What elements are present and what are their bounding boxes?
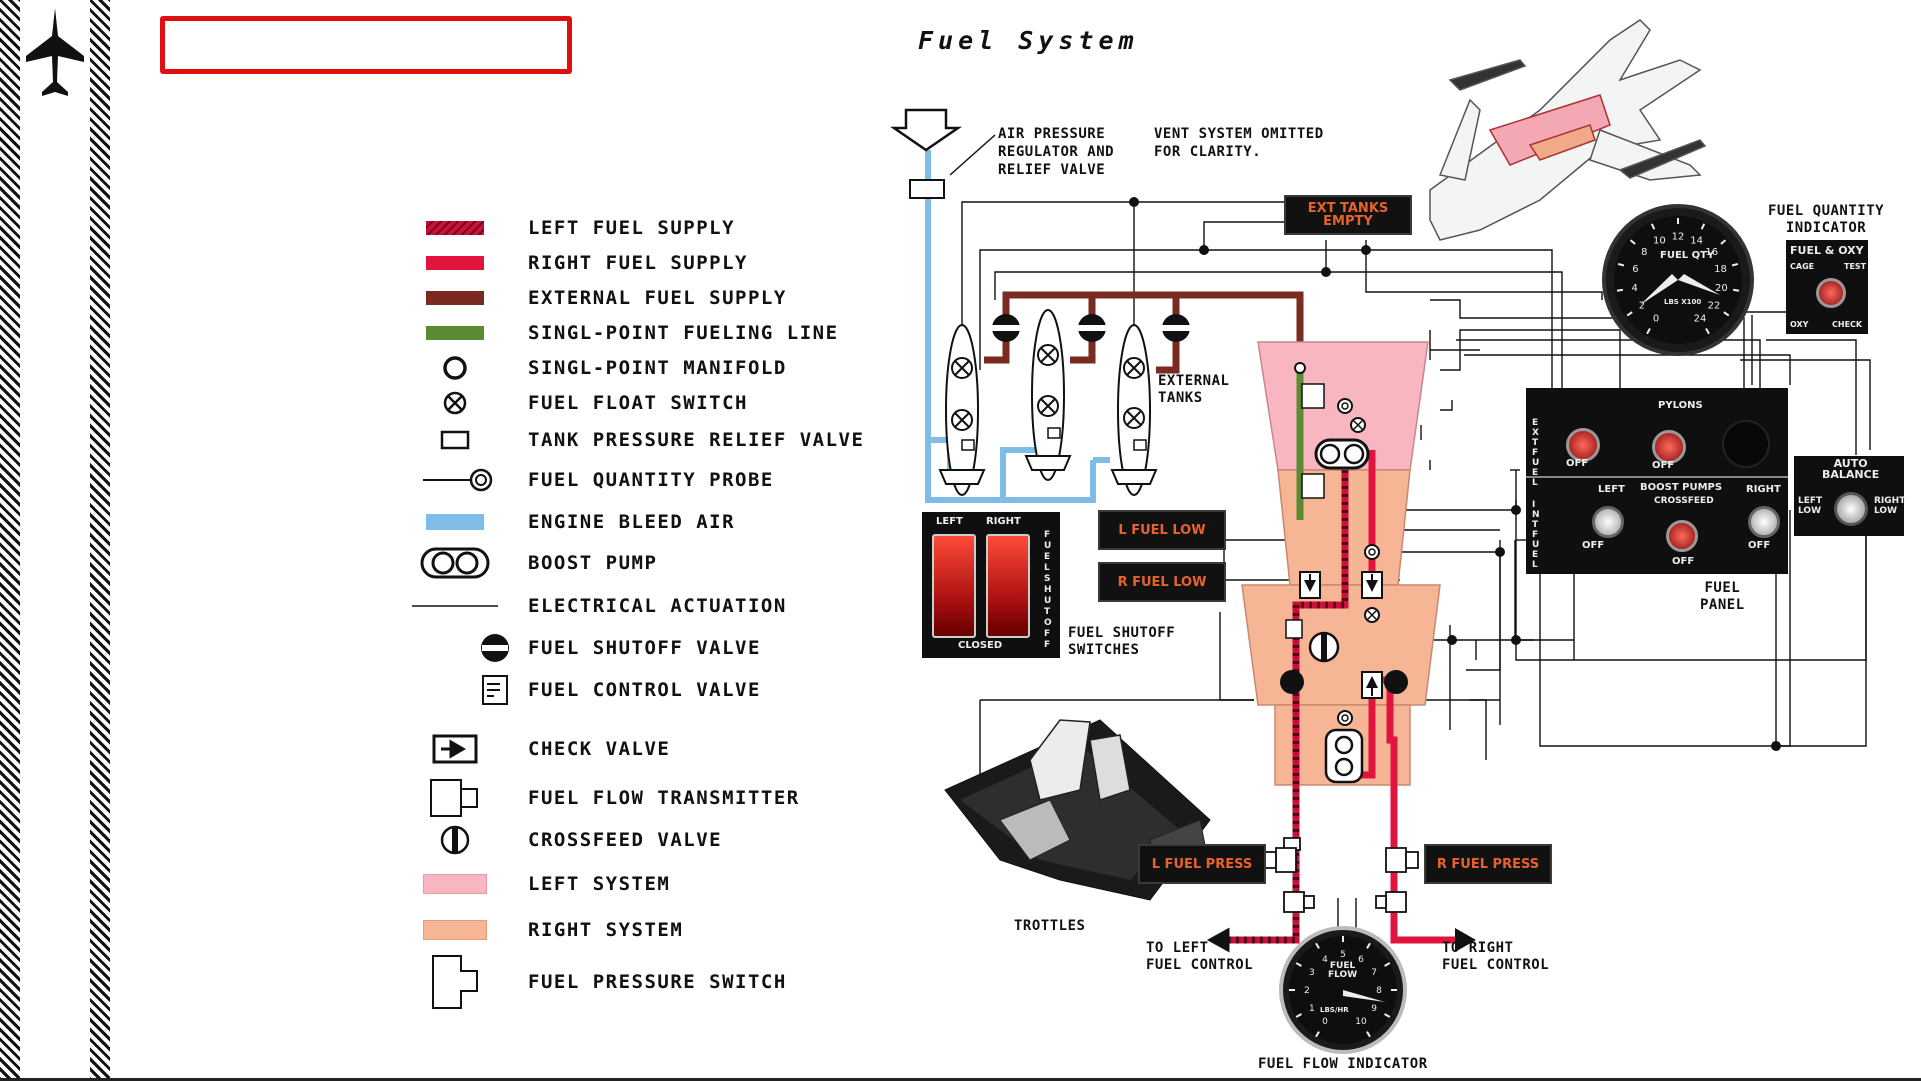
- pylons-switch[interactable]: [1652, 430, 1686, 464]
- to-left-fuel-control-label: TO LEFT FUEL CONTROL: [1146, 940, 1253, 974]
- gauge-tick-label: 0: [1653, 313, 1659, 324]
- pylons-off-label: OFF: [1652, 460, 1674, 471]
- fuel-shutoff-switches-label: FUEL SHUTOFF SWITCHES: [1068, 625, 1175, 659]
- fuel-panel-label: FUEL PANEL: [1700, 580, 1745, 614]
- gauge-tick-label: 3: [1309, 968, 1315, 978]
- fuel-flow-indicator-label: FUEL FLOW INDICATOR: [1258, 1056, 1428, 1073]
- fuel-control-panel: EXT FUEL OFF PYLONS OFF BOOST PUMPS CROS…: [1526, 388, 1788, 574]
- air-regulator-valve: [910, 180, 944, 198]
- trottles-label: TROTTLES: [1014, 918, 1085, 935]
- fuel-flow-gauge: [1281, 928, 1405, 1052]
- gauge-tick-label: 6: [1358, 955, 1364, 965]
- boost-left-label: LEFT: [1598, 484, 1625, 495]
- auto-balance-title: AUTO BALANCE: [1822, 458, 1879, 480]
- boost-pumps-label: BOOST PUMPS: [1640, 482, 1722, 493]
- gauge-tick-mark: [1733, 290, 1739, 291]
- l-fuel-low-light: L FUEL LOW: [1098, 510, 1226, 550]
- gauge-tick-label: 20: [1715, 283, 1728, 294]
- pylons-indicator: [1722, 420, 1770, 468]
- auto-balance-switch[interactable]: [1834, 492, 1868, 526]
- external-tanks: [940, 310, 1156, 495]
- qty-gauge-unit: LBS X100: [1664, 298, 1701, 306]
- gauge-tick-label: 7: [1371, 968, 1377, 978]
- check-label: CHECK: [1832, 320, 1862, 329]
- gauge-tick-label: 8: [1376, 986, 1382, 996]
- gauge-tick-label: 24: [1694, 313, 1707, 324]
- gauge-tick-label: 6: [1632, 264, 1638, 275]
- crossfeed-off-label: OFF: [1672, 556, 1694, 567]
- flow-gauge-title: FUEL FLOW: [1328, 962, 1357, 980]
- ext-fuel-off-label: OFF: [1566, 458, 1588, 469]
- l-fuel-press-light: L FUEL PRESS: [1138, 844, 1266, 884]
- gauge-tick-label: 9: [1371, 1004, 1377, 1014]
- test-label: TEST: [1844, 262, 1866, 271]
- to-right-fuel-control-label: TO RIGHT FUEL CONTROL: [1442, 940, 1549, 974]
- gauge-tick-label: 22: [1708, 301, 1721, 312]
- oxy-label: OXY: [1790, 320, 1808, 329]
- fuel-quantity-gauge: [1604, 206, 1752, 354]
- right-boost-switch[interactable]: [1748, 506, 1780, 538]
- gauge-tick-label: 1: [1309, 1004, 1315, 1014]
- auto-balance-right-low: RIGHT LOW: [1874, 496, 1905, 516]
- air-inlet-arrow-icon: [894, 110, 958, 150]
- gauge-tick-label: 14: [1690, 235, 1703, 246]
- panel-divider: [1526, 476, 1788, 478]
- gauge-tick-label: 2: [1304, 986, 1310, 996]
- gauge-tick-label: 10: [1653, 235, 1666, 246]
- r-fuel-low-light: R FUEL LOW: [1098, 562, 1226, 602]
- ext-fuel-switch[interactable]: [1566, 428, 1600, 462]
- left-boost-switch[interactable]: [1592, 506, 1624, 538]
- crossfeed-switch[interactable]: [1666, 520, 1698, 552]
- qty-gauge-title: FUEL QTY: [1660, 250, 1714, 261]
- right-boost-off-label: OFF: [1748, 540, 1770, 551]
- fuel-oxy-title: FUEL & OXY: [1790, 244, 1864, 257]
- gauge-tick-label: 8: [1641, 247, 1647, 258]
- shutoff-right-label: RIGHT: [986, 516, 1021, 527]
- r-fuel-press-light: R FUEL PRESS: [1424, 844, 1552, 884]
- left-shutoff-switch[interactable]: [932, 534, 976, 638]
- gauge-tick-label: 10: [1355, 1017, 1367, 1027]
- flow-gauge-unit: LBS/HR: [1320, 1006, 1349, 1014]
- right-shutoff-switch[interactable]: [986, 534, 1030, 638]
- crossfeed-label: CROSSFEED: [1654, 496, 1714, 506]
- left-boost-off-label: OFF: [1582, 540, 1604, 551]
- shutoff-valves: [992, 314, 1190, 342]
- shutoff-closed-label: CLOSED: [958, 640, 1002, 651]
- auto-balance-left-low: LEFT LOW: [1798, 496, 1822, 516]
- gauge-tick-label: 12: [1672, 231, 1685, 242]
- gauge-tick-label: 4: [1631, 283, 1637, 294]
- boost-right-label: RIGHT: [1746, 484, 1781, 495]
- external-tanks-label: EXTERNAL TANKS: [1158, 373, 1229, 407]
- cage-label: CAGE: [1790, 262, 1814, 271]
- fuel-oxy-switch[interactable]: [1816, 278, 1846, 308]
- ext-tanks-empty-light: EXT TANKS EMPTY: [1284, 195, 1412, 235]
- fuel-quantity-indicator-label: FUEL QUANTITY INDICATOR: [1768, 203, 1884, 237]
- shutoff-side-label: FUEL SHUTOFF: [1044, 530, 1054, 651]
- fuel-oxy-panel: FUEL & OXY CAGE TEST OXY CHECK: [1786, 240, 1868, 334]
- auto-balance-panel: AUTO BALANCE LEFT LOW RIGHT LOW: [1794, 456, 1904, 536]
- fuel-shutoff-panel: LEFT RIGHT FUEL SHUTOFF CLOSED: [922, 512, 1060, 658]
- gauge-tick-label: 2: [1639, 301, 1645, 312]
- shutoff-left-label: LEFT: [936, 516, 963, 527]
- gauge-tick-label: 0: [1322, 1017, 1328, 1027]
- gauge-tick-mark: [1617, 290, 1623, 291]
- gauge-tick-label: 5: [1340, 950, 1346, 960]
- int-fuel-label: INT FUEL: [1532, 500, 1542, 570]
- pylons-label: PYLONS: [1658, 400, 1703, 411]
- gauge-tick-label: 18: [1714, 264, 1727, 275]
